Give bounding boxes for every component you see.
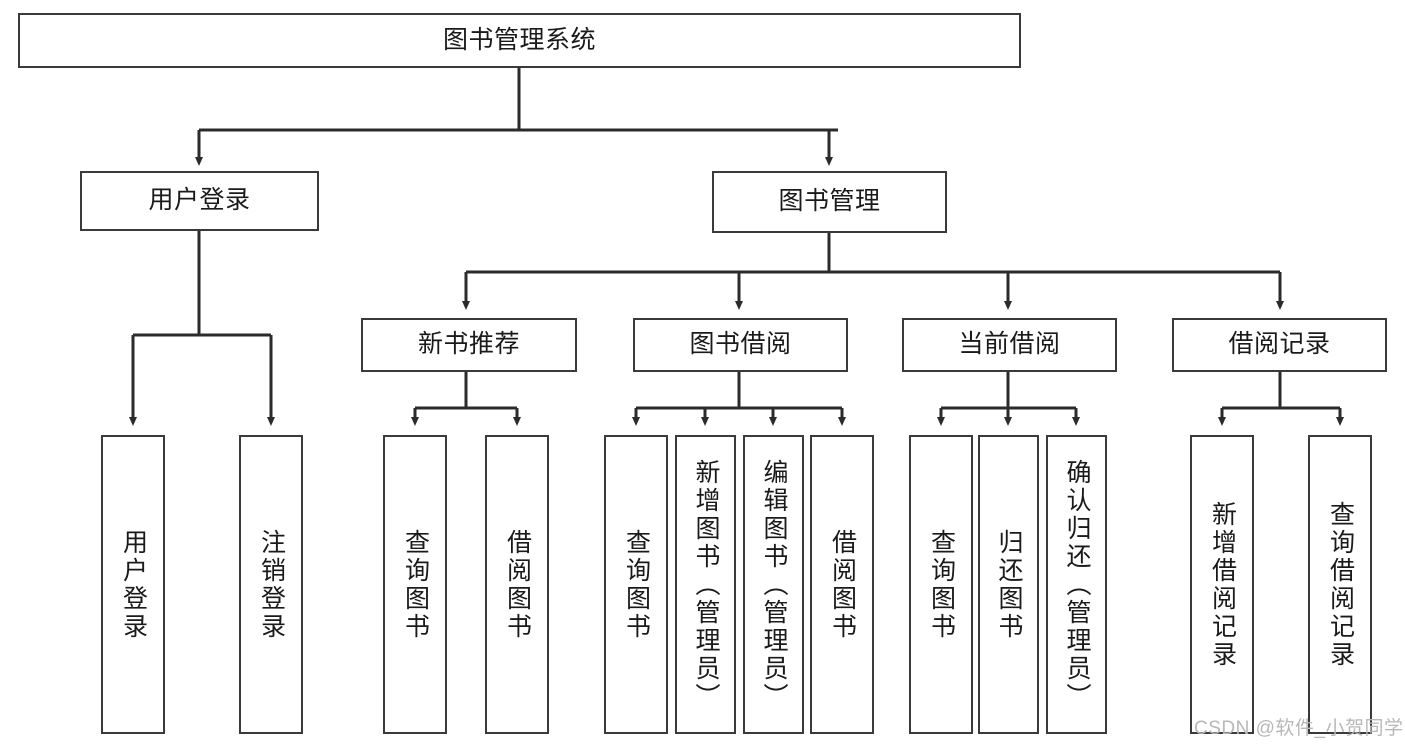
node-label: 借阅记录	[1228, 330, 1331, 359]
node-label: 新书推荐	[417, 330, 520, 359]
node-label: 图书借阅	[689, 330, 792, 359]
node-book-borrow[interactable]: 图书借阅	[633, 318, 848, 372]
node-label: 编辑图书（管理员）	[760, 458, 788, 711]
node-current-borrow[interactable]: 当前借阅	[902, 318, 1117, 372]
node-label: 用户登录	[119, 528, 148, 641]
node-label: 确认归还（管理员）	[1063, 458, 1091, 711]
node-label: 图书管理系统	[442, 25, 596, 54]
node-user-login[interactable]: 用户登录	[80, 171, 319, 231]
node-label: 注销登录	[257, 528, 286, 641]
node-book-management[interactable]: 图书管理	[712, 171, 947, 233]
node-label: 归还图书	[995, 528, 1023, 641]
node-label: 查询图书	[927, 528, 956, 641]
leaf-record-query-record[interactable]: 查询借阅记录	[1308, 435, 1372, 734]
node-new-book-recommend[interactable]: 新书推荐	[361, 318, 577, 372]
leaf-borrow-query-book[interactable]: 查询图书	[604, 435, 668, 734]
node-label: 借阅图书	[503, 528, 532, 641]
node-label: 新增图书（管理员）	[692, 458, 720, 711]
leaf-new-book-query[interactable]: 查询图书	[383, 435, 447, 734]
leaf-record-add-record[interactable]: 新增借阅记录	[1190, 435, 1254, 734]
leaf-current-query-book[interactable]: 查询图书	[909, 435, 973, 734]
node-label: 图书管理	[778, 187, 881, 216]
leaf-user-login-logout[interactable]: 注销登录	[239, 435, 303, 734]
leaf-current-confirm-return-admin[interactable]: 确认归还（管理员）	[1046, 435, 1107, 734]
leaf-borrow-edit-book-admin[interactable]: 编辑图书（管理员）	[743, 435, 804, 734]
leaf-new-book-borrow[interactable]: 借阅图书	[485, 435, 549, 734]
node-label: 查询借阅记录	[1326, 500, 1355, 669]
csdn-watermark: CSDN @软件_小贺同学	[1194, 718, 1404, 739]
node-borrow-record[interactable]: 借阅记录	[1172, 318, 1387, 372]
node-label: 查询图书	[401, 528, 430, 641]
node-label: 查询图书	[622, 528, 651, 641]
leaf-borrow-borrow-book[interactable]: 借阅图书	[810, 435, 874, 734]
leaf-borrow-add-book-admin[interactable]: 新增图书（管理员）	[675, 435, 736, 734]
node-label: 用户登录	[148, 186, 251, 215]
leaf-current-return-book[interactable]: 归还图书	[978, 435, 1039, 734]
node-label: 当前借阅	[958, 330, 1061, 359]
node-label: 借阅图书	[828, 528, 857, 641]
node-label: 新增借阅记录	[1208, 500, 1237, 669]
leaf-user-login-login[interactable]: 用户登录	[101, 435, 165, 734]
node-root-system[interactable]: 图书管理系统	[18, 13, 1021, 68]
